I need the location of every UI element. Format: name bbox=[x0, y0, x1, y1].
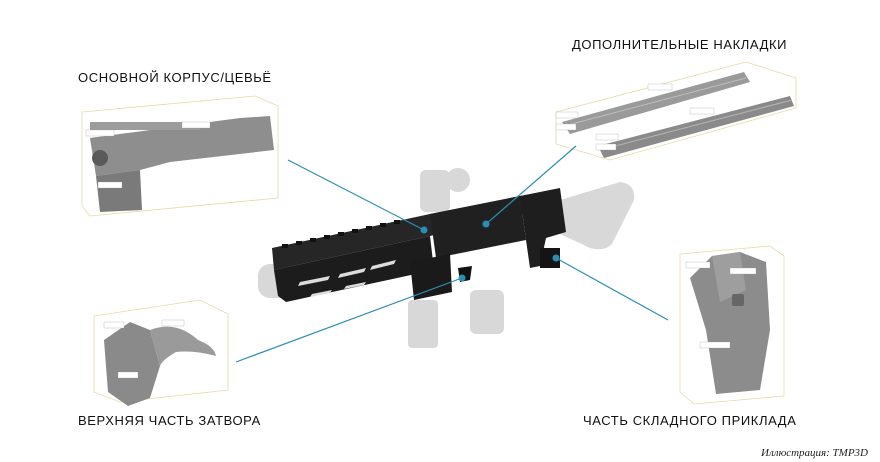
leader-dot-bolt-top bbox=[458, 274, 466, 282]
leader-stock bbox=[555, 257, 669, 321]
stock-part bbox=[679, 245, 785, 405]
extra-pads-dimensions bbox=[555, 83, 715, 151]
leader-dot-stock bbox=[552, 254, 560, 262]
label-main-body: ОСНОВНОЙ КОРПУС/ЦЕВЬЁ bbox=[78, 70, 272, 85]
bolt-top-part bbox=[93, 299, 229, 406]
leader-dot-main-body bbox=[420, 226, 428, 234]
leader-extra-pads bbox=[485, 145, 577, 225]
label-stock-part: ЧАСТЬ СКЛАДНОГО ПРИКЛАДА bbox=[583, 413, 797, 428]
stock-part-dimensions bbox=[685, 261, 757, 349]
image-credit: Иллюстрация: TMP3D bbox=[761, 447, 868, 459]
leader-main-body bbox=[287, 159, 425, 231]
leader-lines bbox=[235, 145, 669, 363]
bolt-top-dimensions bbox=[103, 319, 185, 379]
assembled-chassis bbox=[272, 188, 566, 302]
label-extra-pads: ДОПОЛНИТЕЛЬНЫЕ НАКЛАДКИ bbox=[572, 37, 788, 52]
ghost-rifle bbox=[258, 168, 635, 348]
leader-dot-extra-pads bbox=[482, 220, 490, 228]
label-bolt-top: ВЕРХНЯЯ ЧАСТЬ ЗАТВОРА bbox=[78, 413, 261, 428]
leader-bolt-top bbox=[235, 277, 463, 363]
main-body-part bbox=[81, 95, 279, 217]
extra-pads-part bbox=[555, 61, 797, 161]
main-body-dimensions bbox=[85, 121, 211, 189]
